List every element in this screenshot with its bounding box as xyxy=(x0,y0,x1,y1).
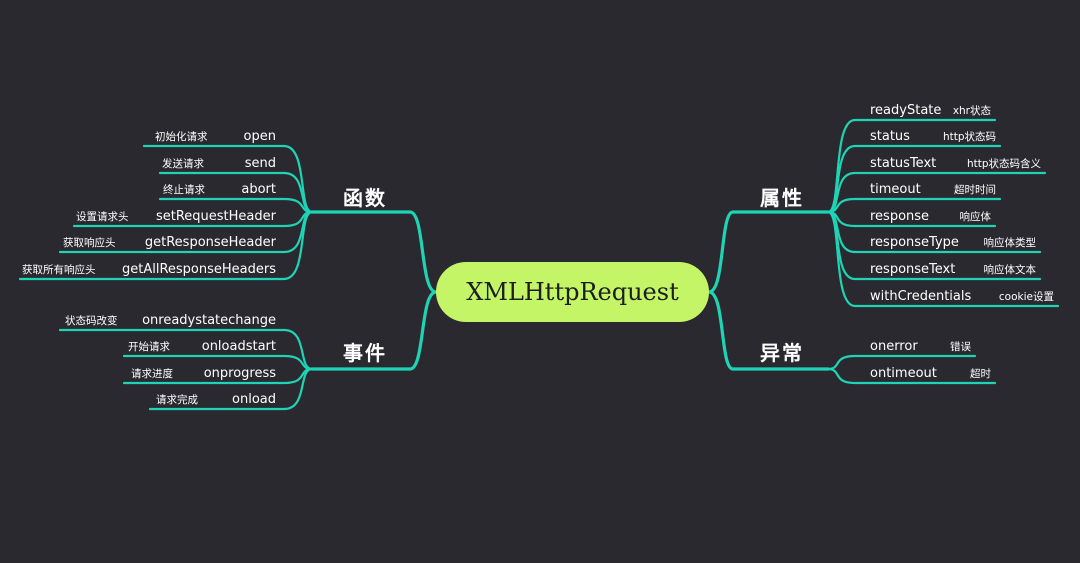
exceptions-leaf-connector xyxy=(826,367,997,385)
functions-leaf-note: 发送请求 xyxy=(162,158,204,170)
functions-leaf-label: getResponseHeader xyxy=(144,235,276,250)
functions-leaf-note: 设置请求头 xyxy=(76,211,129,223)
events-leaf-label: onloadstart xyxy=(201,339,276,354)
center-node: XMLHttpRequest xyxy=(436,262,709,322)
properties-leaf-label: response xyxy=(870,209,930,224)
functions-main-connector xyxy=(310,210,438,294)
properties-leaf-note: 响应体 xyxy=(959,211,992,223)
exceptions-leaf-label: onerror xyxy=(870,339,918,354)
properties-branch-title: 属性 xyxy=(760,186,804,210)
functions-leaf-note: 获取所有响应头 xyxy=(22,264,96,276)
properties-leaf-connector xyxy=(826,171,1047,214)
events-leaf-label: onload xyxy=(232,392,276,407)
events-branch-title: 事件 xyxy=(343,341,387,365)
functions-leaf-label: getAllResponseHeaders xyxy=(121,262,276,277)
events-leaf-label: onprogress xyxy=(203,366,276,381)
properties-leaf-note: 响应体类型 xyxy=(983,237,1037,249)
properties-leaf-label: responseText xyxy=(870,262,956,277)
properties-leaf-note: 超时时间 xyxy=(954,184,996,196)
events-leaf-note: 请求完成 xyxy=(156,394,198,406)
functions-leaf-label: send xyxy=(244,156,276,171)
functions-leaf-connector xyxy=(18,210,314,281)
properties-leaf-label: statusText xyxy=(870,156,937,171)
exceptions-main-connector xyxy=(707,290,830,371)
exceptions-leaf-label: ontimeout xyxy=(870,366,937,381)
properties-leaf-note: cookie设置 xyxy=(998,291,1054,303)
exceptions-leaf-note: 超时 xyxy=(970,368,991,380)
properties-leaf-label: withCredentials xyxy=(870,289,972,304)
properties-leaf-label: responseType xyxy=(870,235,959,250)
properties-leaf-note: http状态码含义 xyxy=(966,158,1041,170)
properties-leaf-label: status xyxy=(870,129,910,144)
properties-leaf-connector xyxy=(826,210,1060,308)
properties-main-connector xyxy=(707,210,830,294)
center-label: XMLHttpRequest xyxy=(466,278,679,306)
properties-leaf-note: http状态码 xyxy=(942,131,996,143)
functions-leaf-note: 终止请求 xyxy=(163,184,205,196)
functions-branch-title: 函数 xyxy=(343,186,387,210)
functions-leaf-note: 获取响应头 xyxy=(63,237,116,249)
functions-leaf-label: abort xyxy=(241,182,276,197)
exceptions-leaf-note: 错误 xyxy=(950,341,971,353)
events-main-connector xyxy=(310,290,438,371)
properties-leaf-label: timeout xyxy=(870,182,921,197)
functions-leaf-connector xyxy=(142,144,314,214)
functions-leaf-label: open xyxy=(243,129,276,144)
functions-leaf-note: 初始化请求 xyxy=(155,131,208,143)
events-leaf-note: 开始请求 xyxy=(128,341,170,353)
events-leaf-note: 状态码改变 xyxy=(65,315,118,327)
events-leaf-connector xyxy=(148,367,314,411)
properties-leaf-note: 响应体文本 xyxy=(983,264,1037,276)
events-leaf-label: onreadystatechange xyxy=(142,313,276,328)
properties-leaf-label: readyState xyxy=(870,103,942,118)
properties-leaf-note: xhr状态 xyxy=(952,105,991,117)
events-leaf-note: 请求进度 xyxy=(131,368,173,380)
functions-leaf-label: setRequestHeader xyxy=(155,209,276,224)
exceptions-branch-title: 异常 xyxy=(760,341,804,365)
